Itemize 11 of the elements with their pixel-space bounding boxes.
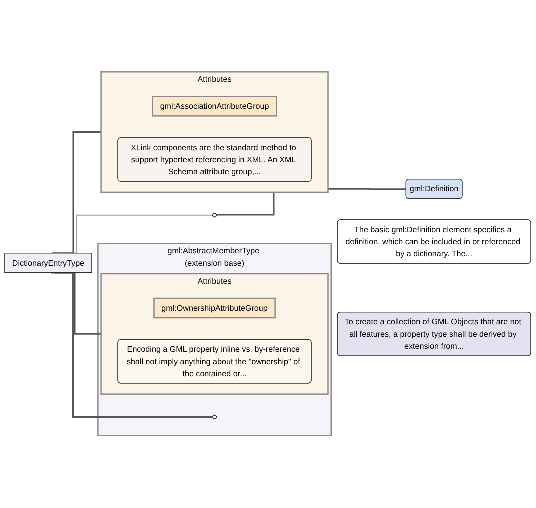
node-box: gml:OwnershipAttributeGroup <box>154 298 276 319</box>
connector <box>54 272 102 335</box>
node-label: The basic gml:Definition element specifies a definition, which can be included in or referenced by a dictionary. The... <box>346 224 521 258</box>
node-box: DictionaryEntryType <box>4 253 92 274</box>
node-label: Encoding a GML property inline vs. by-reference shall not imply anything about the "ownership" of the contained or... <box>126 344 300 378</box>
node-label: XLink components are the standard method to support hypertext referencing in XML. An XML Schema attribute group,... <box>130 142 296 176</box>
node-label: To create a collection of GML Objects that are not all features, a property type shall be derived by extension from... <box>344 317 522 351</box>
connector <box>51 272 213 418</box>
node-box: gml:AssociationAttributeGroup <box>152 96 278 117</box>
node-circle <box>212 213 218 218</box>
node-circle <box>212 414 218 420</box>
